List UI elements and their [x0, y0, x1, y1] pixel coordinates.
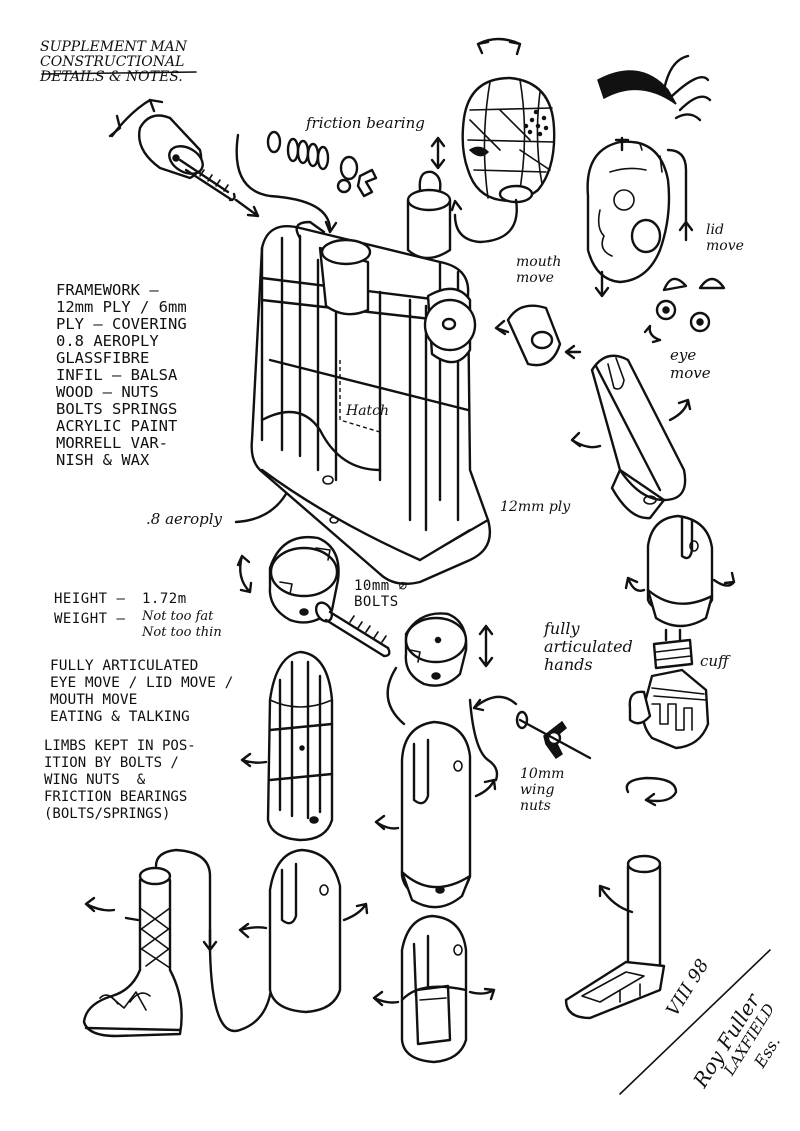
title-line-3: DETAILS & NOTES.: [40, 69, 183, 85]
forearm: [624, 514, 736, 628]
face-and-hair: [586, 54, 726, 344]
materials-line: NISH & WAX: [56, 451, 150, 469]
head-frame: [430, 37, 556, 244]
materials-line: ACRYLIC PAINT: [56, 417, 178, 435]
shoulder-peg-part: [108, 98, 260, 218]
title-line-2: CONSTRUCTIONAL: [40, 54, 185, 70]
materials-line: BOLTS SPRINGS: [56, 400, 178, 418]
cuff-and-hand: [625, 628, 710, 807]
label-aeroply: .8 aeroply: [146, 510, 222, 528]
materials-line: 0.8 AEROPLY: [56, 332, 159, 350]
label-hatch: Hatch: [346, 403, 390, 419]
materials-line: MORRELL VAR-: [56, 434, 168, 452]
shoulder-cap: [494, 304, 582, 367]
articulation-line: EATING & TALKING: [50, 709, 190, 725]
thigh-segment: [374, 720, 497, 909]
limbs-line: (BOLTS/SPRINGS): [44, 806, 171, 822]
materials-line: WOOD — NUTS: [56, 383, 159, 401]
label-mouth-move: mouth move: [516, 254, 562, 286]
limbs-line: WING NUTS &: [44, 772, 146, 788]
label-lid-move: lid move: [706, 222, 744, 254]
title-line-1: SUPPLEMENT MAN: [40, 39, 188, 55]
label-eye-move: eye move: [670, 346, 711, 382]
weight-value-2: Not too thin: [142, 625, 222, 640]
calf-segment: [238, 848, 369, 1014]
lower-leg-cage: [240, 650, 334, 842]
articulation-notes: FULLY ARTICULATED EYE MOVE / LID MOVE / …: [50, 658, 233, 726]
height-label: HEIGHT —: [54, 591, 126, 607]
neck-cylinder: [406, 170, 452, 260]
materials-line: PLY — COVERING: [56, 315, 187, 333]
torso-framework: [234, 220, 492, 585]
bolt-10mm: [314, 601, 391, 658]
materials-notes: FRAMEWORK — 12mm PLY / 6mm PLY — COVERIN…: [56, 282, 187, 469]
label-cuff: cuff: [700, 652, 729, 670]
hip-joint-upper: [236, 535, 340, 624]
limbs-notes: LIMBS KEPT IN POS- ITION BY BOLTS / WING…: [44, 738, 196, 823]
label-friction-bearing: friction bearing: [306, 114, 425, 132]
label-10mm-wing-nuts: 10mm wing nuts: [520, 766, 565, 814]
knee-joint: [372, 914, 496, 1064]
articulation-line: FULLY ARTICULATED: [50, 658, 199, 674]
wing-nut-assembly: [468, 695, 592, 782]
signature-rule: [41, 71, 771, 1095]
friction-bearing-stack: [235, 130, 378, 234]
foot-peg: [564, 854, 666, 1020]
limbs-line: ITION BY BOLTS /: [44, 755, 179, 771]
limbs-line: LIMBS KEPT IN POS-: [44, 738, 196, 754]
hip-joint-lower: [386, 612, 494, 726]
materials-line: FRAMEWORK —: [56, 281, 159, 299]
label-12mm-ply: 12mm ply: [500, 499, 571, 515]
label-10mm-bolts: 10mm ∅ BOLTS: [354, 578, 408, 610]
weight-value-1: Not too fat: [142, 609, 214, 624]
limbs-line: FRICTION BEARINGS: [44, 789, 188, 805]
leg-with-shoe: [82, 848, 274, 1038]
label-fully-articulated-hands: fully articulated hands: [544, 619, 633, 674]
height-value: 1.72m: [142, 591, 187, 607]
weight-label: WEIGHT —: [54, 611, 126, 627]
articulation-line: MOUTH MOVE: [50, 692, 138, 708]
articulation-line: EYE MOVE / LID MOVE /: [50, 675, 234, 691]
upper-arm: [570, 354, 692, 520]
materials-line: 12mm PLY / 6mm: [56, 298, 187, 316]
materials-line: GLASSFIBRE: [56, 349, 150, 367]
materials-line: INFIL — BALSA: [56, 366, 178, 384]
